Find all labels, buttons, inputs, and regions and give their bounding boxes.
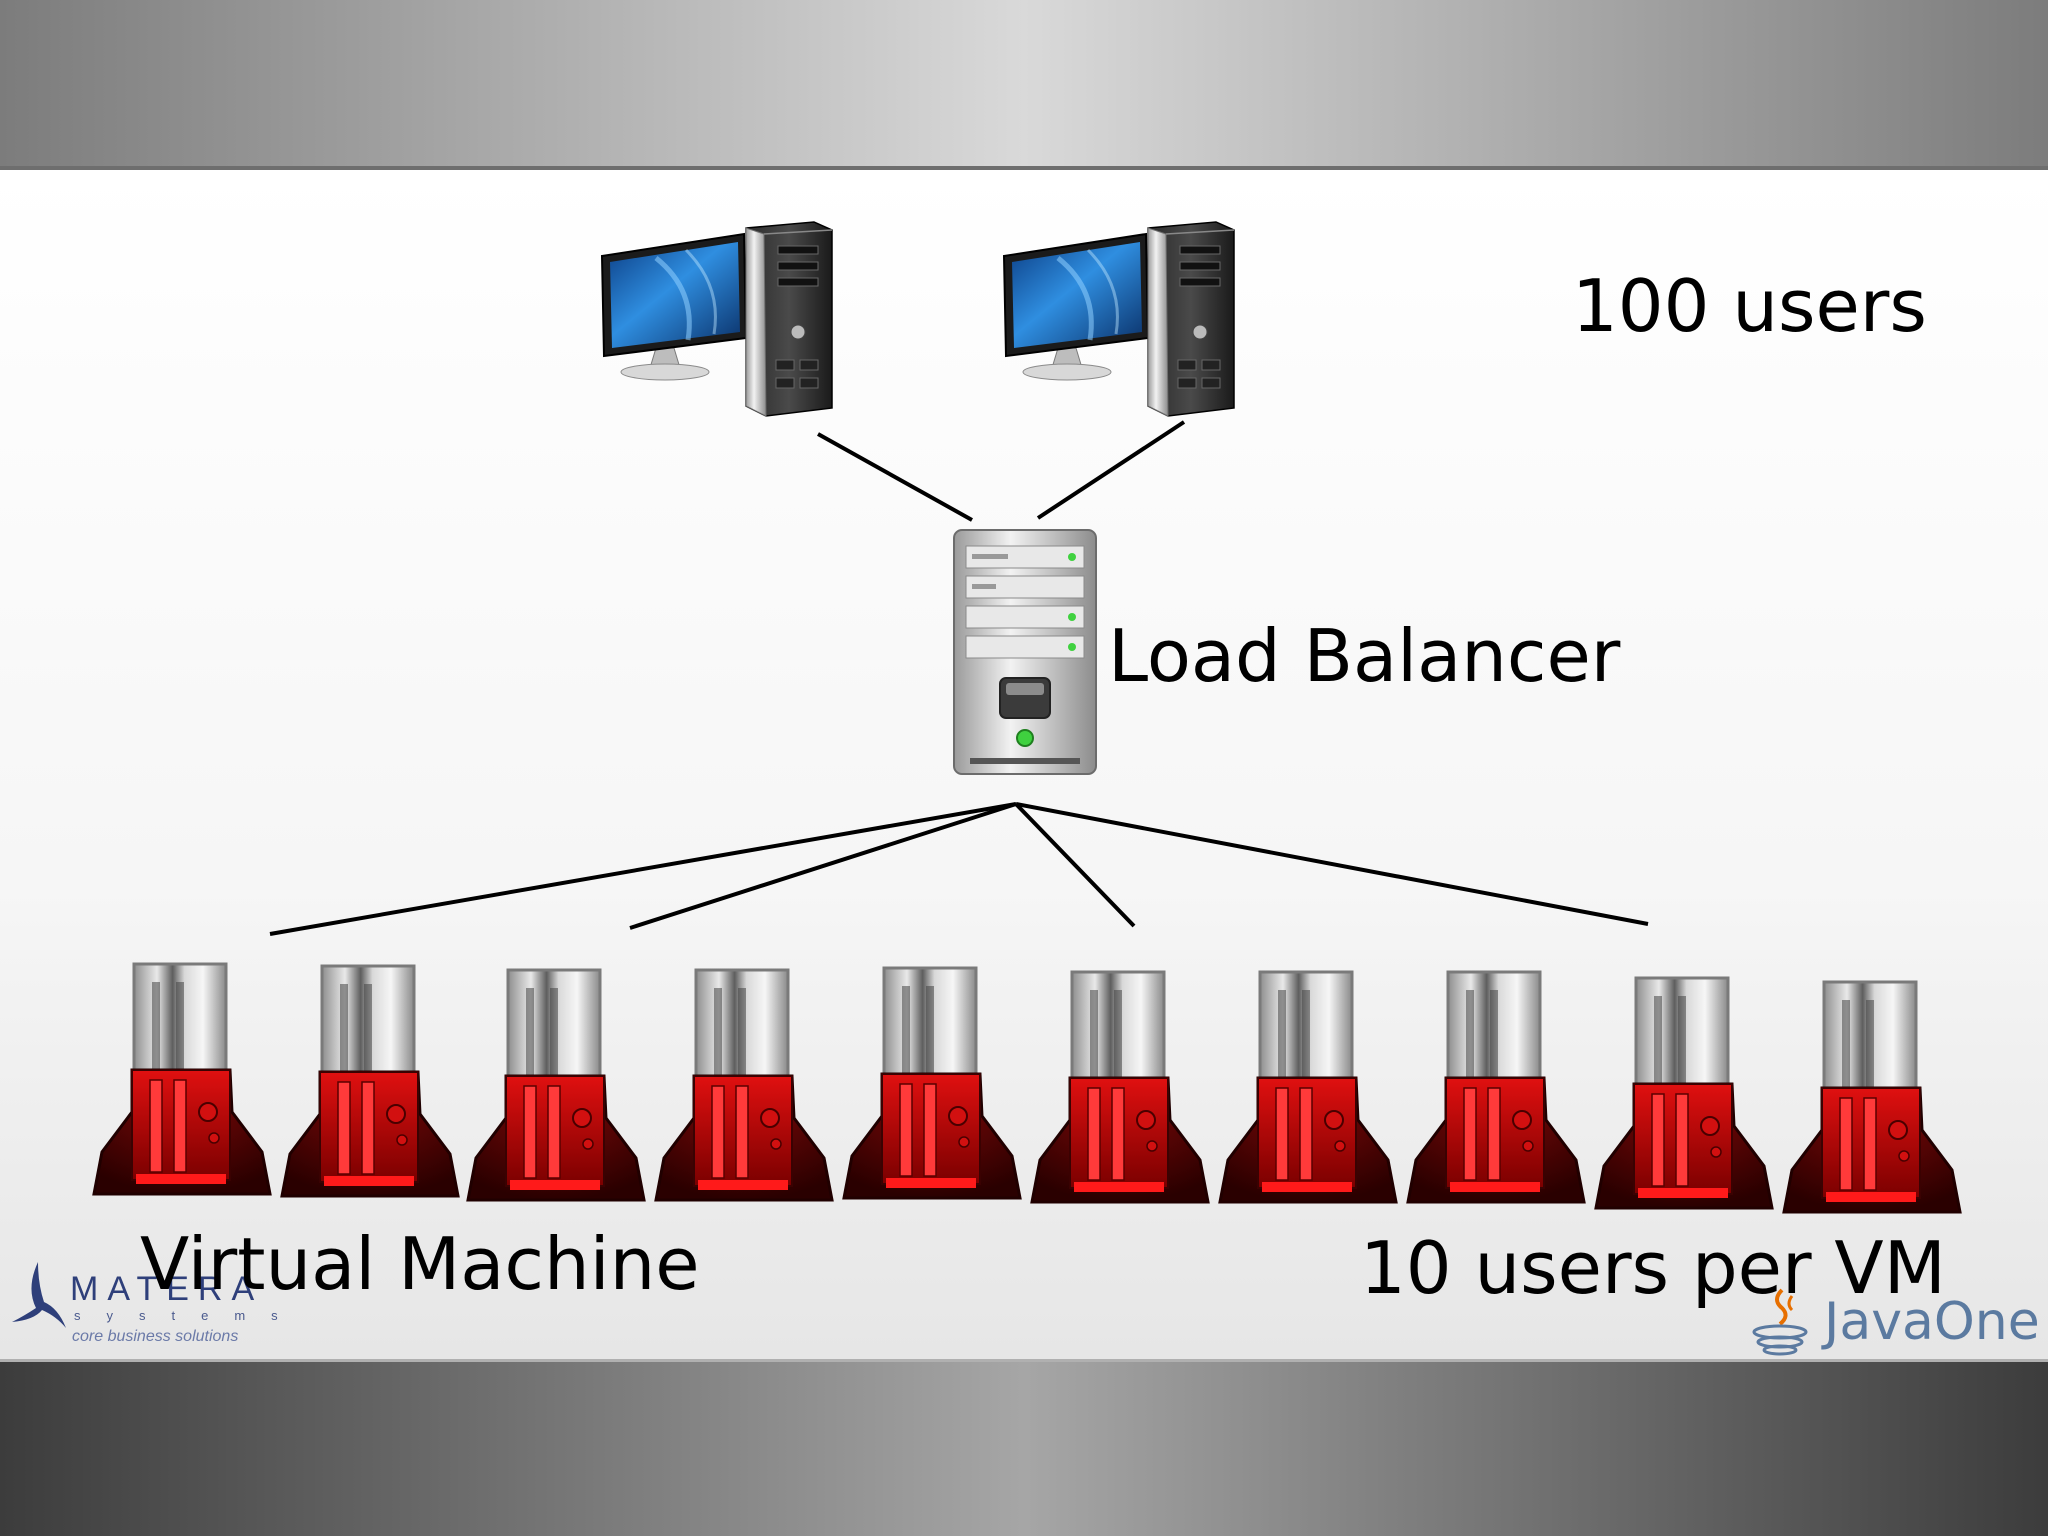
javaone-wordmark: JavaOne xyxy=(1824,1292,2040,1352)
link-client-1 xyxy=(817,432,973,522)
link-vm-b xyxy=(629,802,1017,930)
link-vm-a xyxy=(269,802,1017,936)
link-vm-c xyxy=(1014,802,1136,928)
java-cup-icon xyxy=(1752,1288,1808,1356)
matera-name: MATERA xyxy=(70,1270,264,1308)
virtual-machine-row xyxy=(92,962,1962,1214)
vm-5 xyxy=(842,966,1022,1200)
vm-6 xyxy=(1030,970,1210,1204)
link-client-2 xyxy=(1036,420,1186,520)
link-vm-d xyxy=(1015,802,1649,926)
load-balancer-label: Load Balancer xyxy=(1108,614,1621,698)
client-links xyxy=(817,420,1186,522)
users-total-label: 100 users xyxy=(1572,264,1927,348)
vm-2 xyxy=(280,964,460,1198)
vm-3 xyxy=(466,968,646,1202)
vm-1 xyxy=(92,962,272,1196)
vm-8 xyxy=(1406,970,1586,1204)
client-computer-2 xyxy=(1004,222,1234,416)
bottom-frame-band xyxy=(0,1362,2048,1536)
matera-swoosh-icon xyxy=(12,1262,66,1328)
matera-tagline: core business solutions xyxy=(72,1328,239,1345)
virtual-machine-label: Virtual Machine xyxy=(140,1222,700,1306)
vm-10 xyxy=(1782,980,1962,1214)
top-frame-band xyxy=(0,0,2048,166)
matera-subtitle: systems xyxy=(74,1308,304,1323)
users-per-vm-label: 10 users per VM xyxy=(1360,1226,1946,1310)
load-balancer-server xyxy=(953,529,1097,775)
vm-9 xyxy=(1594,976,1774,1210)
matera-logo: MATERA systems core business solutions xyxy=(0,1250,290,1352)
vm-4 xyxy=(654,968,834,1202)
client-computer-1 xyxy=(602,222,832,416)
vm-7 xyxy=(1218,970,1398,1204)
javaone-logo: JavaOne xyxy=(1746,1286,2040,1356)
vm-links xyxy=(269,802,1649,936)
